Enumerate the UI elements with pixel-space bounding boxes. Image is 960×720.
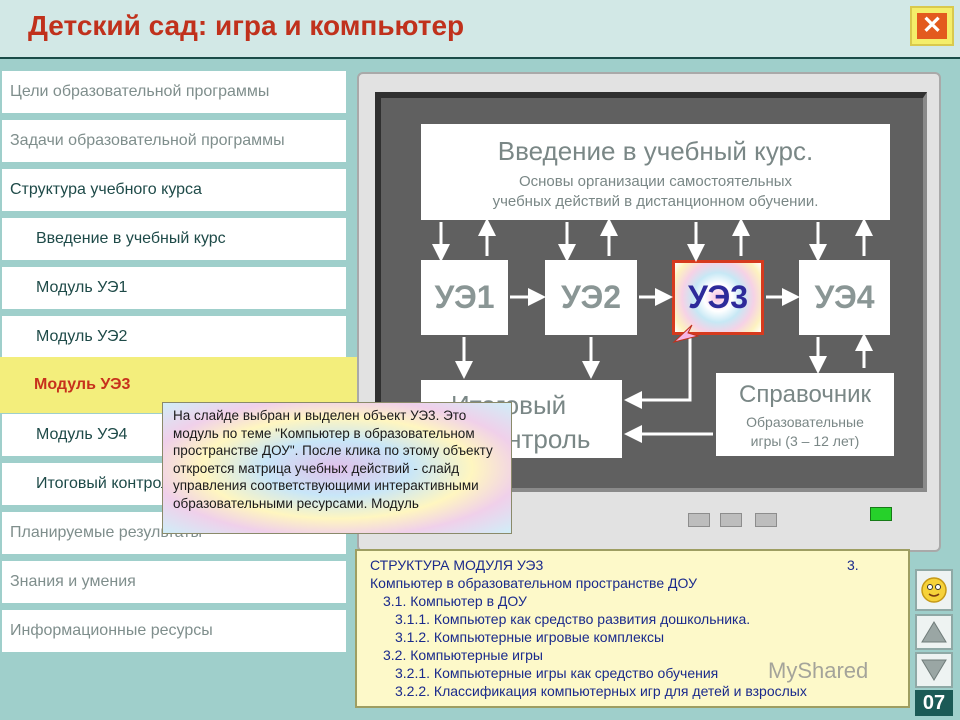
monitor-button xyxy=(688,513,710,527)
power-led-icon xyxy=(870,507,892,521)
watermark: MyShared xyxy=(768,658,868,684)
next-button[interactable] xyxy=(915,652,953,688)
smiley-icon xyxy=(919,575,949,605)
cursor-icon xyxy=(674,325,698,342)
page-number: 07 xyxy=(915,690,953,716)
structure-line: 3.2.1. Компьютерные игры как средство об… xyxy=(395,665,718,681)
monitor-button xyxy=(755,513,777,527)
structure-line: 3.1. Компьютер в ДОУ xyxy=(383,593,527,609)
structure-line: 3.2. Компьютерные игры xyxy=(383,647,543,663)
structure-line: Компьютер в образовательном пространстве… xyxy=(370,575,697,591)
tooltip-text: На слайде выбран и выделен объект УЭ3. Э… xyxy=(173,407,503,512)
arrow-up-icon xyxy=(920,619,948,645)
monitor-button xyxy=(720,513,742,527)
structure-line: 3.1.1. Компьютер как средство развития д… xyxy=(395,611,750,627)
structure-heading: СТРУКТУРА МОДУЛЯ УЭ3 xyxy=(370,557,543,573)
structure-line: 3.1.2. Компьютерные игровые комплексы xyxy=(395,629,664,645)
structure-line: 3.2.2. Классификация компьютерных игр дл… xyxy=(395,683,807,699)
structure-panel: СТРУКТУРА МОДУЛЯ УЭ3 3. Компьютер в обра… xyxy=(355,549,910,708)
help-button[interactable] xyxy=(915,569,953,611)
arrow-ue3-to-control xyxy=(630,337,690,400)
tooltip: На слайде выбран и выделен объект УЭ3. Э… xyxy=(162,402,512,534)
structure-number: 3. xyxy=(847,557,859,573)
arrow-down-icon xyxy=(920,657,948,683)
prev-button[interactable] xyxy=(915,614,953,650)
watermark-text: MyShared xyxy=(768,658,868,683)
